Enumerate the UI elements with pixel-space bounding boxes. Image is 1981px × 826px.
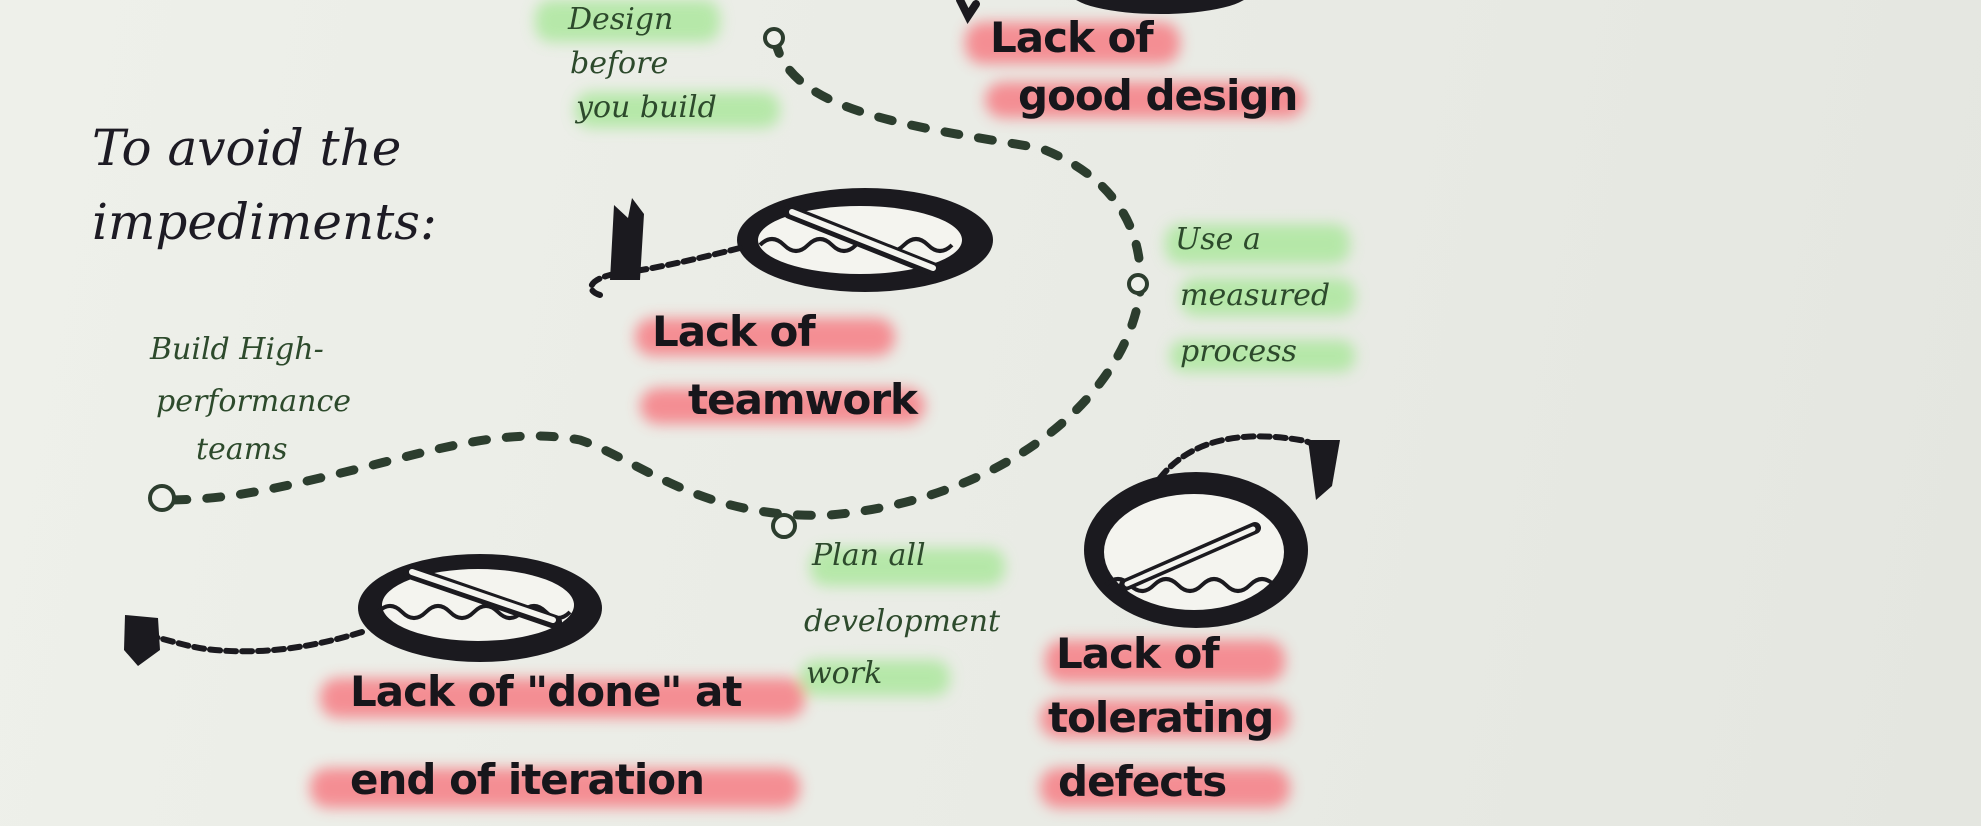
waypoint-circle-icon xyxy=(763,27,785,49)
highlight-red xyxy=(320,678,805,718)
highlight-red xyxy=(640,388,925,424)
mouse-trap-icon xyxy=(588,188,993,298)
impediment-teamwork-line-1: Lack of xyxy=(652,307,816,356)
heading-line-1: To avoid the xyxy=(92,119,402,177)
dashed-path-icon xyxy=(160,35,1145,520)
solution-measured-line-2: measured xyxy=(1180,278,1331,313)
waypoint-circle-icon xyxy=(1127,273,1149,295)
impediment-done-line-1: Lack of "done" at xyxy=(350,667,742,716)
mouse-trap-icon xyxy=(124,554,602,666)
impediment-defects-line-1: Lack of xyxy=(1056,629,1220,678)
highlight-red xyxy=(1040,768,1290,808)
highlight-red xyxy=(1045,640,1285,682)
highlight-red xyxy=(985,82,1305,118)
highlight-green xyxy=(800,660,950,696)
solution-teams-line-3: teams xyxy=(196,432,288,467)
highlight-green xyxy=(535,0,720,42)
highlight-green xyxy=(1170,340,1355,372)
waypoint-circle-icon xyxy=(148,484,176,512)
highlight-green xyxy=(810,548,1005,586)
solution-teams-line-1: Build High- xyxy=(150,332,324,367)
impediment-teamwork-line-2: teamwork xyxy=(688,375,918,424)
solution-measured-line-1: Use a xyxy=(1175,222,1261,257)
waypoint-circle-icon xyxy=(771,513,797,539)
highlight-red xyxy=(310,768,800,808)
highlight-green xyxy=(1180,278,1355,316)
solution-measured-line-3: process xyxy=(1180,334,1297,369)
solution-teams-line-2: performance xyxy=(156,384,352,419)
impediment-design-line-1: Lack of xyxy=(990,13,1154,62)
solution-plan-line-2: development xyxy=(804,604,1001,639)
solution-design-line-1: Design xyxy=(568,2,674,37)
mouse-trap-icon xyxy=(1084,433,1340,628)
heading-line-2: impediments: xyxy=(92,193,437,251)
solution-design-line-3: you build xyxy=(576,90,717,125)
impediment-defects-line-3: defects xyxy=(1058,757,1227,806)
solution-plan-line-1: Plan all xyxy=(812,538,926,573)
highlight-red xyxy=(1040,700,1290,738)
highlight-green xyxy=(575,92,780,128)
highlight-red xyxy=(635,318,895,356)
highlight-green xyxy=(1165,224,1350,264)
impediment-done-line-2: end of iteration xyxy=(350,755,705,804)
highlight-red xyxy=(965,22,1180,64)
impediment-defects-line-2: tolerating xyxy=(1048,693,1274,742)
solution-plan-line-3: work xyxy=(806,656,883,691)
solution-design-line-2: before xyxy=(570,46,669,81)
mouse-trap-icon xyxy=(956,0,1244,24)
impediment-design-line-2: good design xyxy=(1018,71,1298,120)
